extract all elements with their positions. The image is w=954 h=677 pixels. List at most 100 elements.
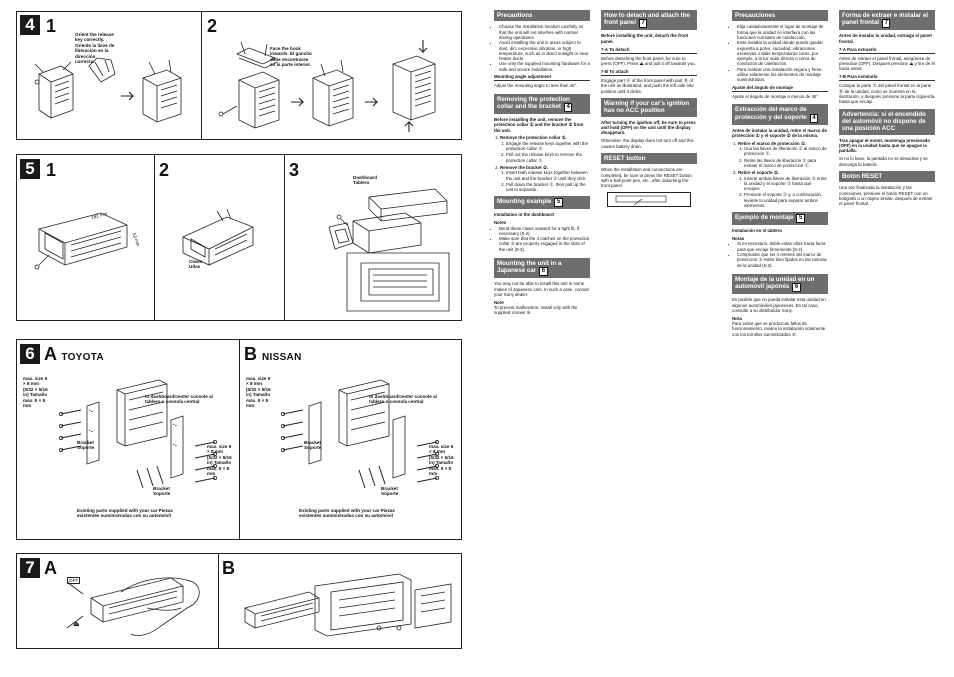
forma-a-text: Antes de extraer el panel frontal, asegú… — [839, 55, 935, 72]
ajuste-title: Ajuste del ángulo de montaje — [732, 85, 828, 92]
list-item: Choose the installation location careful… — [499, 24, 590, 40]
extraccion-steps: Retire el marco de protección ①. Una las… — [732, 141, 828, 209]
section-7-a-letter: A — [44, 558, 57, 578]
list-item: Una las llaves de liberación ② al marco … — [744, 146, 828, 157]
advertencia-text-2: Si no lo hace, la pantalla no se desacti… — [839, 156, 928, 167]
japanese-car-note: To prevent malfunction, install only wit… — [494, 305, 578, 316]
list-item: Remove the protection collar ①. Engage t… — [500, 135, 590, 162]
list-item: Pull out the release keys to remove the … — [506, 152, 590, 163]
ejemplo-number: 5 — [796, 214, 805, 224]
ajuste-text: Ajuste el ángulo de montaje a menos de 4… — [732, 93, 820, 99]
section-6-a-bracket: Bracket Soporte — [77, 440, 95, 451]
english-column-2: How to detach and attach the front panel… — [601, 10, 697, 211]
forma-title: Forma de extraer e instalar el panel fro… — [842, 12, 928, 27]
japones-note-title: Nota — [732, 315, 742, 321]
section-5-badge: 5 — [20, 159, 40, 179]
reset-text: When the installation and connections ar… — [601, 167, 692, 189]
section-4-step2-number: 2 — [207, 16, 218, 36]
detach-title: How to detach and attach the front panel — [604, 12, 690, 27]
extraccion-step1-substeps: Una las llaves de liberación ② al marco … — [738, 146, 828, 168]
section-5-claws-label: Claws Uñas — [189, 259, 203, 270]
japones-note: Para evitar que se produzcan fallos de f… — [732, 321, 826, 337]
forma-number: 7 — [882, 19, 891, 29]
list-item: Si es necesario, doble estas uñas hacia … — [737, 241, 828, 252]
detach-a-text: Before detaching the front panel, be sur… — [601, 55, 696, 67]
detach-b-title: 7-B To attach — [601, 69, 697, 77]
boton-reset-text: Una vez finalizada la instalación y las … — [839, 185, 933, 207]
mounting-example-title: Mounting example — [497, 198, 552, 206]
ejemplo-notes-title: Notas — [732, 236, 745, 242]
japanese-car-title: Mounting the unit in a Japanese car — [497, 260, 562, 275]
section-6-toyota-area — [17, 340, 240, 539]
spanish-column-1: Precauciones Elija cuidadosamente el lug… — [732, 10, 828, 339]
removing-step1-title: Remove the protection collar ①. — [500, 135, 567, 141]
section-4-step1-number: 1 — [46, 16, 57, 36]
section-7-b-illustration — [244, 573, 452, 637]
mounting-angle-text: Adjust the mounting angle to less than 4… — [494, 83, 578, 89]
removing-title: Removing the protection collar and the b… — [497, 95, 570, 111]
section-6-b-bracket: Bracket Soporte — [304, 440, 322, 451]
forma-a-title: 7-A Para extraerlo — [839, 47, 935, 54]
section-6-a-bracket-2: Bracket Soporte — [153, 486, 171, 497]
list-item: Remove the bracket ②. Insert both releas… — [500, 165, 590, 192]
advertencia-text: Tras apagar el motor, mantenga presionad… — [839, 137, 931, 154]
section-5-step1-area — [17, 155, 155, 320]
section-7-badge: 7 — [20, 558, 40, 578]
section-7-panel: 7 A B OFF ⏏ — [16, 553, 462, 649]
mounting-example-notes-title: Notes — [494, 220, 507, 226]
extraccion-intro: Antes de instalar la unidad, retire el m… — [732, 127, 827, 138]
mounting-angle-title: Mounting angle adjustment — [494, 74, 590, 82]
section-6-a-heading: A TOYOTA — [44, 345, 104, 367]
warning-text-2: Otherwise, the display does not turn off… — [601, 138, 694, 149]
japanese-car-note-title: Note — [494, 299, 504, 305]
precautions-header: Precautions — [494, 10, 590, 22]
list-item: Retire el marco de protección ①. Una las… — [738, 141, 828, 168]
section-6-b-max-size: max. size 5 × 8 mm (5/32 × 5/16 in) Tama… — [246, 376, 271, 409]
extraccion-step2-substeps: Inserte ambas llaves de liberación ② ent… — [738, 176, 828, 209]
extraccion-header: Extracción del marco de protección y del… — [732, 104, 828, 125]
japones-text: Es posible que no pueda instalar esta un… — [732, 297, 826, 313]
forma-intro: Antes de instalar la unidad, extraiga el… — [839, 33, 932, 44]
japones-number: 6 — [792, 283, 801, 293]
detach-a-title: 7-A To detach — [601, 47, 697, 54]
extraccion-step2-title: Retire el soporte ②. — [738, 170, 780, 176]
reset-header: RESET button — [601, 152, 697, 165]
section-5-step3-illustration — [328, 188, 450, 312]
section-5-step3-number: 3 — [289, 160, 300, 180]
section-6-toyota-illustration — [58, 379, 217, 489]
boton-reset-header: Botón RESET — [839, 170, 935, 183]
section-7-b-letter: B — [222, 558, 235, 578]
section-4-panel: 4 1 2 Orient the release key correctly. … — [16, 11, 462, 140]
section-6-panel: 6 A TOYOTA B NISSAN max. size 5 × 8 mm (… — [16, 339, 462, 540]
section-6-b-name: NISSAN — [262, 352, 302, 363]
section-5-step2-illustration — [182, 208, 254, 266]
section-7-off-label: OFF — [67, 577, 81, 585]
japones-title: Montaje de la unidad en un automóvil jap… — [735, 275, 815, 291]
precauciones-header: Precauciones — [732, 10, 828, 22]
forma-b-text: Coloque la parte Ⓐ del panel frontal en … — [839, 83, 935, 105]
section-7-a-illustration — [66, 577, 200, 636]
detach-number: 7 — [638, 19, 648, 29]
list-item: Pull down the bracket ②, then pull up th… — [506, 182, 590, 193]
section-6-a-existing-parts: Existing parts supplied with your car Pi… — [77, 508, 173, 519]
mounting-example-notes: Bend these claws outward for a tight fit… — [494, 226, 590, 252]
forma-b-title: 7-B Para instalarlo — [839, 74, 935, 82]
section-6-a-letter: A — [44, 344, 57, 364]
list-item: Evite instalar la unidad donde pueda que… — [737, 40, 828, 66]
section-6-a-max-size: max. size 5 × 8 mm (5/32 × 5/16 in) Tama… — [23, 376, 48, 409]
japones-header: Montaje de la unidad en un automóvil jap… — [732, 273, 828, 295]
warning-text: After turning the ignition off, be sure … — [601, 119, 696, 136]
section-6-b-bracket-2: Bracket Soporte — [381, 486, 399, 497]
removing-step1-substeps: Engage the release keys together with th… — [500, 141, 590, 163]
section-6-b-heading: B NISSAN — [244, 345, 302, 367]
extraccion-number: 4 — [809, 113, 819, 123]
list-item: Retire el soporte ②. Inserte ambas llave… — [738, 170, 828, 208]
section-4-step2-note: Face the hook inwards. El gancho debe en… — [270, 46, 312, 68]
section-4-step1-note: Orient the release key correctly. Orient… — [75, 32, 115, 65]
list-item: Elija cuidadosamente el lugar de montaje… — [737, 24, 828, 40]
list-item: Bend these claws outward for a tight fit… — [499, 226, 590, 237]
advertencia-header: Advertencia: si el encendido del automóv… — [839, 108, 935, 135]
list-item: Compruebe que los 4 retenes del marco de… — [737, 252, 828, 268]
